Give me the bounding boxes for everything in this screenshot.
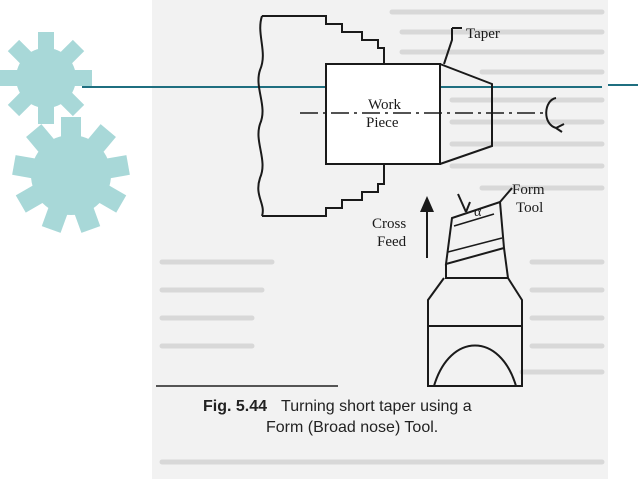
form-label: Form: [512, 182, 545, 198]
taper-section: [439, 63, 493, 165]
cross-feed-arrowhead: [420, 196, 434, 212]
figure-caption: Fig. 5.44 Turning short taper using a For…: [203, 396, 603, 438]
form-tool-shank: [427, 277, 523, 327]
chuck-break: [257, 15, 264, 217]
tool-label: Tool: [516, 200, 543, 216]
workpiece: [325, 63, 441, 165]
accent-line-right: [608, 84, 638, 86]
scan-background-text: [159, 9, 605, 465]
taper-label: Taper: [466, 26, 500, 42]
piece-label: Piece: [366, 115, 399, 131]
alpha-arrow: [457, 193, 471, 213]
figure-number: Fig. 5.44: [203, 398, 268, 415]
caption-text-1: Turning short taper using a: [281, 398, 472, 415]
caption-text-2: Form (Broad nose) Tool.: [266, 419, 439, 436]
alpha-label: α: [474, 205, 482, 220]
caption-rule: [156, 385, 338, 387]
gear-icon: [12, 117, 130, 233]
form-tool-leader: [499, 187, 513, 203]
caption-line-1: Fig. 5.44 Turning short taper using a: [203, 396, 603, 417]
cross-label: Cross: [372, 216, 406, 232]
form-tool-head: [427, 326, 523, 387]
rotation-arrow: [545, 97, 557, 129]
feed-label: Feed: [377, 234, 407, 250]
gear-icon: [0, 32, 92, 124]
work-label: Work: [368, 97, 401, 113]
taper-leader: [443, 28, 453, 65]
